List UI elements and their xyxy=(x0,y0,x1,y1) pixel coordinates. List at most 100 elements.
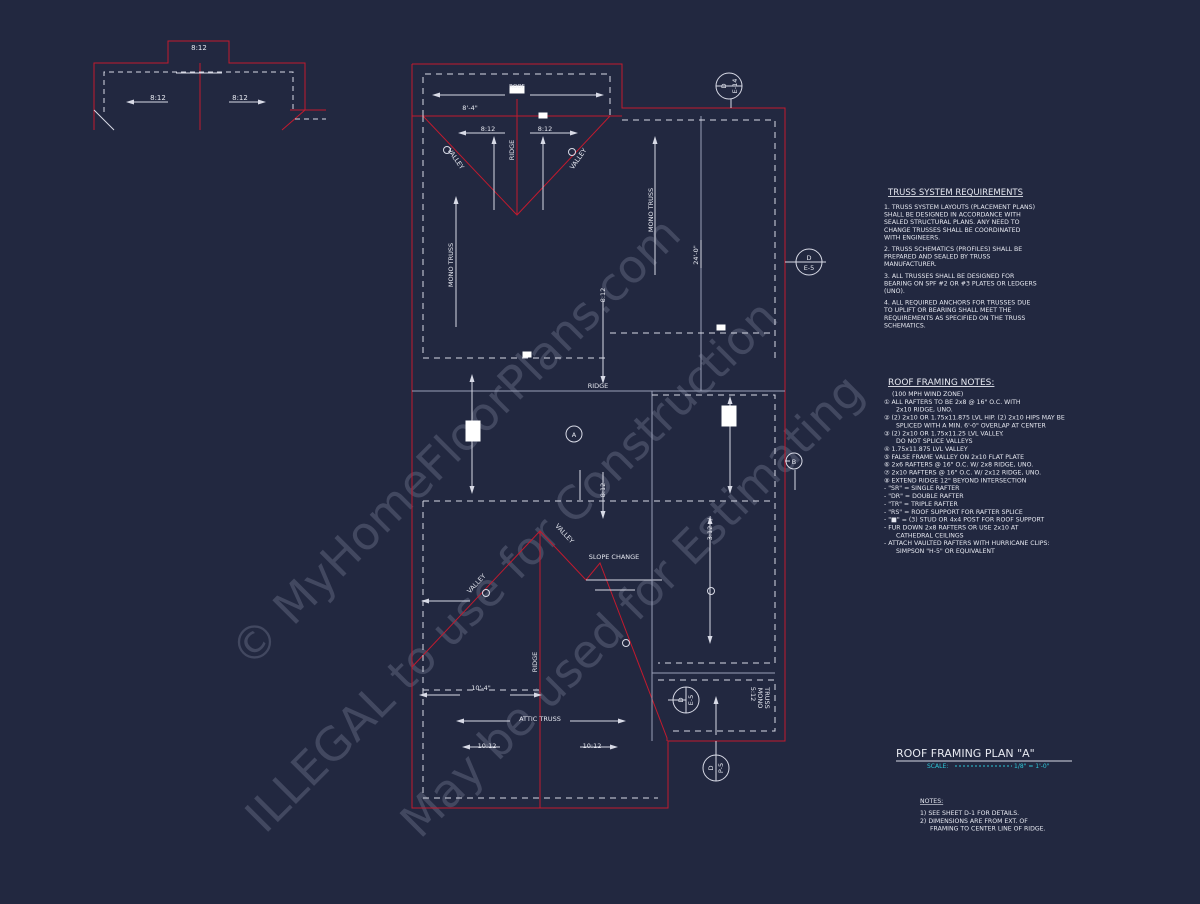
ridge-top: RIDGE xyxy=(508,140,516,161)
pitch-right-lower: 3:12+/- xyxy=(706,515,714,540)
roof-plan xyxy=(411,63,826,809)
symbol-lower-right xyxy=(622,639,630,647)
roof-note-line-15: - "TR" = TRIPLE RAFTER xyxy=(884,501,958,508)
roof-notes-lines: (100 MPH WIND ZONE)① ALL RAFTERS TO BE 2… xyxy=(884,391,1065,555)
pitch-left-top: 8:12 xyxy=(481,125,496,133)
roof-note-line-9: ⑤ FALSE FRAME VALLEY ON 2x10 FLAT PLATE xyxy=(884,454,1024,461)
note-line-3: FRAMING TO CENTER LINE OF RIDGE. xyxy=(930,826,1046,833)
roof-note-line-12: ⑧ EXTEND RIDGE 12" BEYOND INTERSECTION xyxy=(884,477,1027,484)
scale-label: SCALE: xyxy=(927,763,948,770)
mono-bottom-2: TRUSS xyxy=(763,686,771,709)
roof-note-line-2: ① ALL RAFTERS TO BE 2x8 @ 16" O.C. WITH xyxy=(884,398,1021,406)
pitch-mid-upper: 8:12 xyxy=(599,288,607,303)
mono-bottom-pitch: 5:12 xyxy=(749,687,757,702)
pitch-bottom-right: 10:12 xyxy=(583,742,602,750)
roof-outline xyxy=(411,63,786,809)
truss-line-8: MANUFACTURER. xyxy=(884,261,937,268)
area-label: A xyxy=(572,431,577,439)
truss-line-10: BEARING ON SPF #2 OR #3 PLATES OR LEDGER… xyxy=(884,280,1037,287)
truss-line-13: TO UPLIFT OR BEARING SHALL MEET THE xyxy=(883,307,1011,314)
truss-line-9: 3. ALL TRUSSES SHALL BE DESIGNED FOR xyxy=(884,273,1015,280)
callout-3-sheet: E-5 xyxy=(687,695,695,706)
callout-1-letter: D xyxy=(720,83,728,88)
callout-4-sheet: P-5 xyxy=(717,763,725,773)
ridge-mid: RIDGE xyxy=(588,382,609,390)
truss-line-5: WITH ENGINEERS. xyxy=(884,234,940,241)
truss-line-15: SCHEMATICS. xyxy=(884,322,926,329)
plan-labels: ROOF 8'-4" 8:12 8:12 RIDGE VALLEY VALLEY… xyxy=(446,84,797,750)
truss-line-12: 4. ALL REQUIRED ANCHORS FOR TRUSSES DUE xyxy=(884,300,1030,307)
callout-circles xyxy=(565,72,823,782)
mono-bottom-1: MONO xyxy=(756,688,764,709)
note-line-2: 2) DIMENSIONS ARE FROM EXT. OF xyxy=(920,818,1028,825)
notes-title: NOTES: xyxy=(920,798,943,805)
post-mid-left xyxy=(522,351,532,358)
post-rs-right xyxy=(721,405,737,427)
valley-right: VALLEY xyxy=(568,147,588,171)
roof-note-line-18: - FUR DOWN 2x8 RAFTERS OR USE 2x10 AT xyxy=(884,524,1019,531)
roof-note-line-19: CATHEDRAL CEILINGS xyxy=(896,532,964,539)
roof-notes-title: ROOF FRAMING NOTES: xyxy=(888,378,994,388)
mono-truss-right: MONO TRUSS xyxy=(647,188,655,232)
pitch-right-top: 8:12 xyxy=(538,125,553,133)
roof-note-line-16: - "RS" = ROOF SUPPORT FOR RAFTER SPLICE xyxy=(884,509,1023,516)
roof-note-line-11: ⑦ 2x10 RAFTERS @ 16" O.C. W/ 2x12 RIDGE,… xyxy=(884,469,1041,477)
grid-b-circle xyxy=(785,452,803,470)
callout-1-sheet: E-14 xyxy=(731,79,739,94)
roof-note-line-10: ⑥ 2x6 RAFTERS @ 16" O.C. W/ 2x8 RIDGE, U… xyxy=(884,461,1033,469)
detail-dashed-left xyxy=(103,71,294,112)
truss-line-1: 1. TRUSS SYSTEM LAYOUTS (PLACEMENT PLANS… xyxy=(884,204,1035,211)
roof-note-line-8: ④ 1.75x11.875 LVL VALLEY xyxy=(884,446,968,453)
roof-detail xyxy=(93,40,326,131)
dashed-main-box xyxy=(422,116,610,359)
slope-change: SLOPE CHANGE xyxy=(589,553,640,561)
detail-right-pitch: 8:12 xyxy=(232,94,248,102)
detail-left-pitch: 8:12 xyxy=(150,94,166,102)
callout-labels: D E-14 D E-5 D E-5 D P-5 xyxy=(677,79,814,774)
roof-note-line-7: DO NOT SPLICE VALLEYS xyxy=(896,438,973,445)
roof-note-line-20: - ATTACH VAULTED RAFTERS WITH HURRICANE … xyxy=(884,540,1050,547)
lower-gable xyxy=(411,530,668,741)
title-block: ROOF FRAMING PLAN "A" SCALE: 1/8" = 1'-0… xyxy=(896,747,1072,770)
truss-line-3: SEALED STRUCTURAL PLANS. ANY NEED TO xyxy=(884,219,1020,226)
symbol-lower-mid xyxy=(707,587,715,595)
pitch-bottom-left: 10:12 xyxy=(478,742,497,750)
detail-outline xyxy=(93,40,306,131)
dim-vertical: 24'-0" xyxy=(692,245,700,265)
symbol-valley-left xyxy=(443,146,451,154)
post-roof xyxy=(509,85,525,94)
truss-title: TRUSS SYSTEM REQUIREMENTS xyxy=(887,188,1023,198)
callout-3-letter: D xyxy=(677,697,685,702)
circle-symbols xyxy=(443,146,715,647)
ridge-lower: RIDGE xyxy=(531,652,539,673)
area-a-circle xyxy=(565,425,583,443)
symbol-lower-left xyxy=(482,589,490,597)
roof-note-line-21: SIMPSON "H-5" OR EQUIVALENT xyxy=(896,548,995,555)
dim-top: 8'-4" xyxy=(462,104,477,112)
truss-line-2: SHALL BE DESIGNED IN ACCORDANCE WITH xyxy=(884,212,1021,219)
callout-2-sheet: E-5 xyxy=(804,264,815,272)
roof-note-line-14: - "DR" = DOUBLE RAFTER xyxy=(884,493,964,500)
dashed-right-box xyxy=(622,119,776,360)
callout-4-letter: D xyxy=(707,765,715,770)
valley-left: VALLEY xyxy=(446,147,466,171)
roof-note-line-17: - "■" = (3) STUD OR 4x4 POST FOR ROOF SU… xyxy=(884,517,1044,524)
scale-value: 1/8" = 1'-0" xyxy=(1014,763,1050,770)
truss-requirements: TRUSS SYSTEM REQUIREMENTS 1. TRUSS SYSTE… xyxy=(883,188,1037,329)
roof-note-line-5: SPLICED WITH A MIN. 6'-0" OVERLAP AT CEN… xyxy=(896,422,1047,429)
truss-line-4: CHANGE TRUSSES SHALL BE COORDINATED xyxy=(884,227,1021,234)
dim-lower: 10'-4" xyxy=(471,684,491,692)
roof-note-line-4: ② (2) 2x10 OR 1.75x11.875 LVL HIP. (2) 2… xyxy=(884,415,1065,422)
detail-top-pitch: 8:12 xyxy=(191,44,207,52)
dashed-bottom-right xyxy=(658,679,776,732)
post-rs-left xyxy=(465,420,481,442)
note-line-1: 1) SEE SHEET D-1 FOR DETAILS. xyxy=(920,810,1019,817)
roof-label: ROOF xyxy=(509,84,525,90)
roof-note-line-3: 2x10 RIDGE, UNO. xyxy=(896,407,953,414)
attic-truss: ATTIC TRUSS xyxy=(519,715,561,723)
truss-line-7: PREPARED AND SEALED BY TRUSS xyxy=(884,254,990,261)
truss-line-14: REQUIREMENTS AS SPECIFIED ON THE TRUSS xyxy=(884,315,1025,322)
truss-line-6: 2. TRUSS SCHEMATICS (PROFILES) SHALL BE xyxy=(884,246,1022,253)
post-top-mid xyxy=(538,112,548,119)
